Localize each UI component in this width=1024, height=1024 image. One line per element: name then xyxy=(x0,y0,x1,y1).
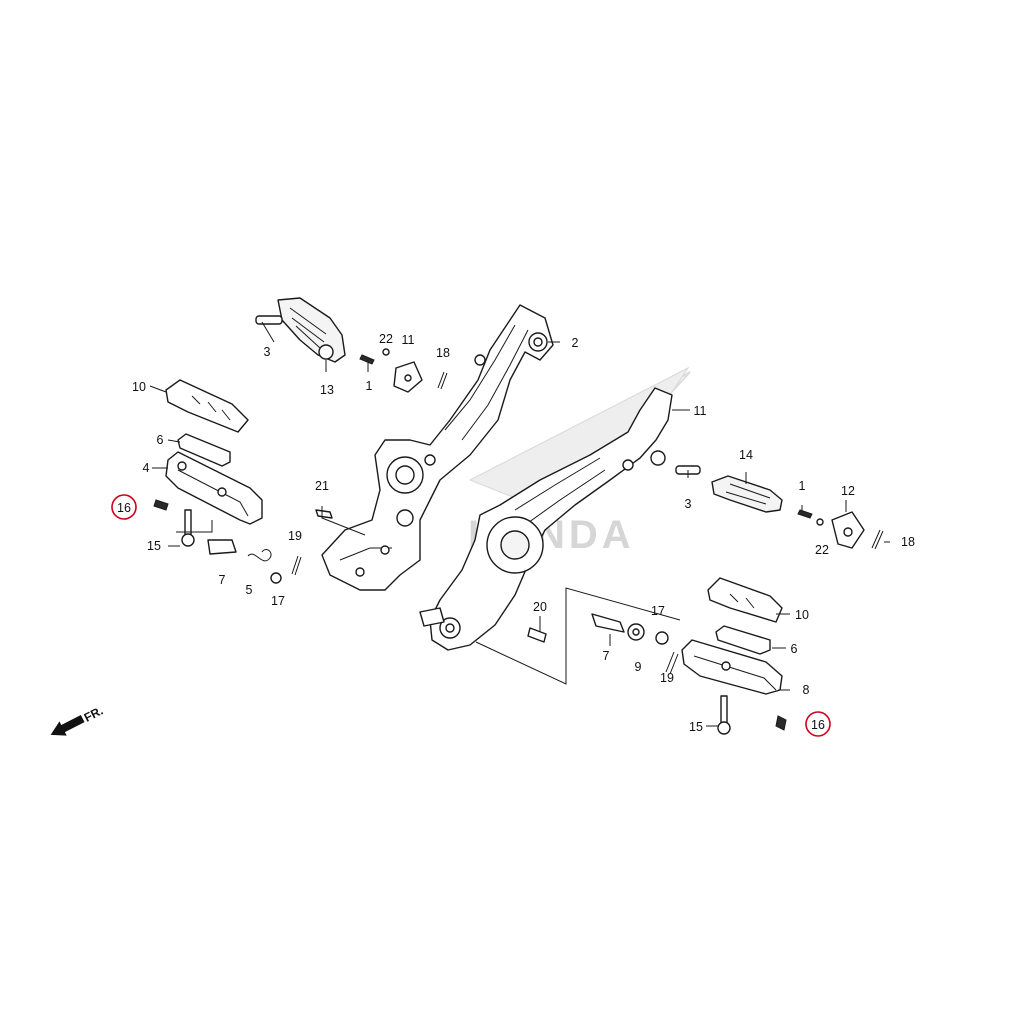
callout-21: 21 xyxy=(315,479,329,493)
callout-7: 7 xyxy=(603,649,610,663)
callout-18: 18 xyxy=(901,535,915,549)
callout-1: 1 xyxy=(799,479,806,493)
callout-19: 19 xyxy=(288,529,302,543)
left-footpeg-group xyxy=(255,297,448,393)
callout-14: 14 xyxy=(739,448,753,462)
callout-labels: 3 13 22 1 11 18 2 10 6 4 16 15 7 5 17 19… xyxy=(111,332,915,737)
left-footrest-group xyxy=(153,379,333,584)
highlight-circle xyxy=(805,711,831,737)
callout-16: 16 xyxy=(811,718,825,732)
callout-10: 10 xyxy=(132,380,146,394)
right-footpeg-group xyxy=(675,465,884,550)
left-bracket xyxy=(321,304,554,591)
right-footrest-group xyxy=(527,577,787,735)
right-bracket xyxy=(419,387,673,651)
callout-18: 18 xyxy=(436,346,450,360)
callout-3: 3 xyxy=(264,345,271,359)
leader-lines xyxy=(149,321,890,727)
direction-label: FR. xyxy=(82,704,106,725)
callout-2: 2 xyxy=(572,336,579,350)
arrow-left-icon xyxy=(50,714,85,736)
callout-8: 8 xyxy=(803,683,810,697)
callout-7: 7 xyxy=(219,573,226,587)
callout-16: 16 xyxy=(117,501,131,515)
callout-4: 4 xyxy=(143,461,150,475)
callout-9: 9 xyxy=(635,660,642,674)
callout-15: 15 xyxy=(689,720,703,734)
highlight-circle xyxy=(111,494,137,520)
callout-6: 6 xyxy=(157,433,164,447)
callout-10: 10 xyxy=(795,608,809,622)
callout-5: 5 xyxy=(246,583,253,597)
callout-12: 12 xyxy=(841,484,855,498)
callout-17: 17 xyxy=(271,594,285,608)
callout-13: 13 xyxy=(320,383,334,397)
callout-20: 20 xyxy=(533,600,547,614)
callout-6: 6 xyxy=(791,642,798,656)
callout-1: 1 xyxy=(366,379,373,393)
callout-22: 22 xyxy=(379,332,393,346)
callout-15: 15 xyxy=(147,539,161,553)
callout-11: 11 xyxy=(402,333,415,347)
front-direction-indicator: FR. xyxy=(50,704,106,736)
callout-19: 19 xyxy=(660,671,674,685)
callout-11: 11 xyxy=(694,404,707,418)
callout-22: 22 xyxy=(815,543,829,557)
callout-17: 17 xyxy=(651,604,665,618)
callout-3: 3 xyxy=(685,497,692,511)
